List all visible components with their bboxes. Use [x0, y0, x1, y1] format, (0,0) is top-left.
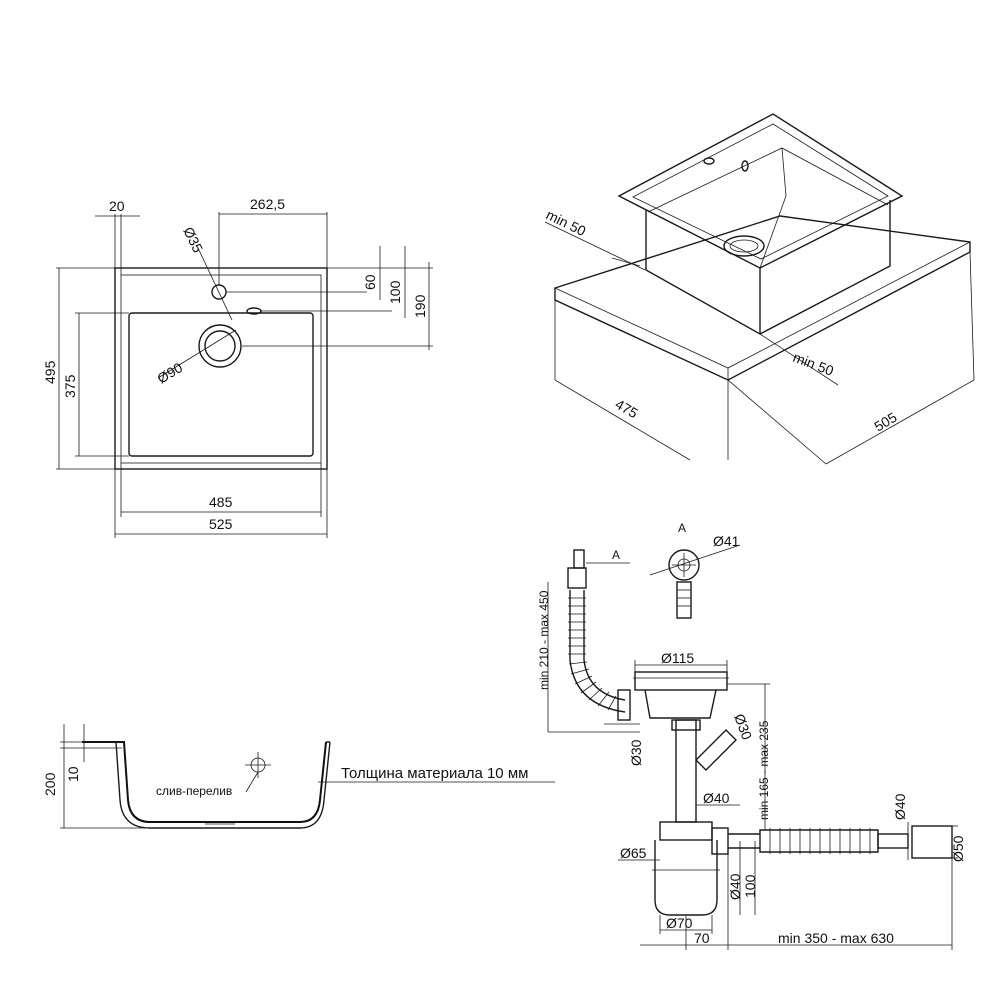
- outlet-hose-ribs: [769, 828, 871, 854]
- dim-70: 70: [694, 930, 710, 946]
- sink-rim-inner: [632, 123, 889, 260]
- dim-100: 100: [387, 280, 403, 304]
- detail-a-stem: [676, 581, 692, 619]
- dim-262-5: 262,5: [250, 196, 285, 212]
- dim-20: 20: [109, 198, 125, 214]
- dim-d65: Ø65: [620, 845, 647, 861]
- dim-d40-a: Ø40: [703, 790, 730, 806]
- dim-475: 475: [613, 396, 641, 422]
- drain-range: min 165 - max 235: [757, 720, 771, 820]
- overflow-body: [567, 567, 587, 589]
- outlet-range: min 350 - max 630: [778, 930, 894, 946]
- dim-100-siphon: 100: [742, 874, 758, 898]
- dim-495: 495: [42, 360, 58, 384]
- section-outer-wall: [82, 741, 327, 823]
- sink-outer-contour: [114, 267, 328, 470]
- iso-overflow: [741, 160, 749, 172]
- overflow-label: слив-перелив: [156, 784, 232, 798]
- sink-bowl-contour: [128, 312, 314, 457]
- dim-200: 200: [42, 772, 58, 796]
- dim-d70: Ø70: [666, 915, 693, 931]
- drain-basket: [644, 689, 717, 719]
- dim-505: 505: [871, 409, 899, 435]
- hose-ribs: [568, 597, 617, 711]
- outlet-socket: [911, 825, 953, 859]
- dim-d30-a: Ø30: [628, 739, 644, 766]
- dim-min50-left: min 50: [544, 206, 589, 239]
- overflow-head: [573, 549, 585, 569]
- countertop-outline: [554, 215, 971, 381]
- trap-bottle: [654, 840, 718, 916]
- outlet-hose: [759, 829, 879, 853]
- outlet-nut: [711, 827, 729, 855]
- dim-d40-b: Ø40: [892, 793, 908, 820]
- dim-d41: Ø41: [713, 533, 740, 549]
- trap-top: [659, 821, 713, 841]
- overflow-connector: [617, 689, 631, 721]
- section-inner-wall: [115, 741, 331, 829]
- side-inlet: [695, 729, 737, 771]
- dim-d40-c: Ø40: [727, 873, 743, 900]
- dim-525: 525: [209, 516, 233, 532]
- overflow-hose-right: [583, 590, 626, 701]
- overflow-hose-left: [569, 590, 626, 713]
- iso-drain: [723, 235, 765, 257]
- outlet-pipe: [877, 833, 909, 849]
- drain-inner-ring: [204, 330, 236, 362]
- dim-d35: Ø35: [180, 224, 206, 255]
- dim-10: 10: [65, 766, 81, 782]
- iso-tap-hole: [703, 157, 715, 165]
- tube-nut: [671, 719, 701, 731]
- sink-isometric-view: min 50 min 50 475 505: [544, 113, 975, 465]
- dim-190: 190: [412, 294, 428, 318]
- dim-375: 375: [62, 374, 78, 398]
- siphon-assembly-view: A min 210 - max 450 A Ø41: [537, 521, 966, 950]
- sink-rim-contour: [120, 274, 322, 464]
- dim-d30-b: Ø30: [731, 712, 755, 743]
- thickness-note: Толщина материала 10 мм: [341, 765, 528, 782]
- sink-section-view: 200 10 слив-перелив Толщина материала 10…: [42, 724, 555, 829]
- sink-rim-outer: [617, 113, 904, 269]
- hose-range: min 210 - max 450: [537, 590, 551, 690]
- dim-d90: Ø90: [154, 359, 185, 386]
- dim-d115: Ø115: [661, 650, 694, 666]
- detail-a-ref: A: [612, 548, 620, 562]
- detail-a-outer: [668, 549, 700, 581]
- detail-a-title: A: [678, 521, 686, 535]
- dim-485: 485: [209, 494, 233, 510]
- dim-d50: Ø50: [950, 835, 966, 862]
- sink-top-view: 20 262,5 Ø35 60 100 190 495 375: [42, 196, 433, 538]
- dim-min50-right: min 50: [791, 349, 836, 379]
- drain-outer-ring: [198, 324, 242, 368]
- vertical-tube: [675, 719, 697, 823]
- dim-60: 60: [362, 274, 378, 290]
- drain-flange: [634, 671, 728, 691]
